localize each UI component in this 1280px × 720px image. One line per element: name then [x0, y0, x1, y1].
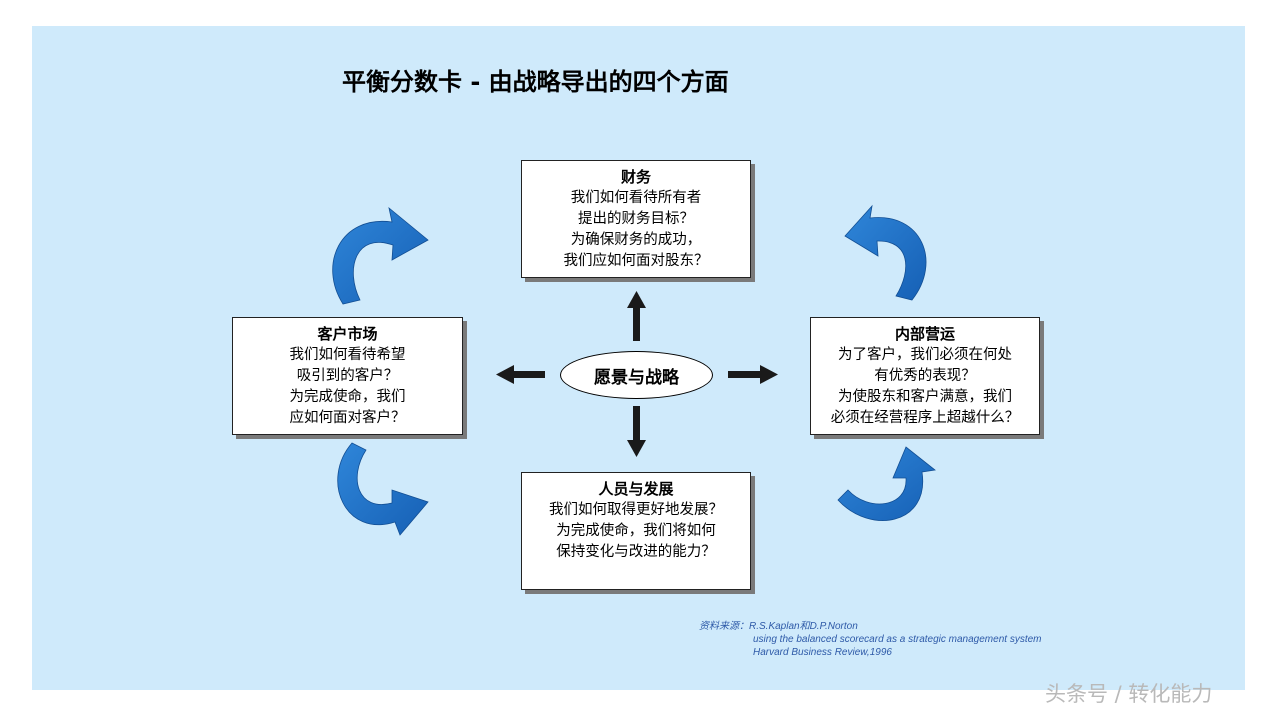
source-line: using the balanced scorecard as a strate…	[753, 634, 1042, 645]
watermark: 头条号 / 转化能力	[1045, 682, 1213, 706]
customer-heading: 客户市场	[317, 325, 378, 343]
people-line: 我们如何取得更好地发展？	[549, 502, 723, 518]
people-heading: 人员与发展	[598, 480, 674, 498]
source-line: 资料来源：R.S.Kaplan和D.P.Norton	[699, 621, 858, 632]
vision-strategy-label: 愿景与战略	[594, 367, 679, 388]
internal-line: 有优秀的表现？	[874, 368, 976, 384]
finance-line: 为确保财务的成功，	[570, 232, 702, 248]
customer-line: 我们如何看待希望	[289, 347, 406, 363]
internal-line: 必须在经营程序上超越什么？	[830, 410, 1020, 426]
internal-process-box: 内部营运 为了客户，我们必须在何处 有优秀的表现？ 为使股东和客户满意，我们 必…	[810, 317, 1040, 435]
internal-line: 为了客户，我们必须在何处	[838, 347, 1012, 363]
finance-line: 我们如何看待所有者	[570, 190, 702, 206]
people-line: 为完成使命，我们将如何	[556, 523, 716, 539]
internal-heading: 内部营运	[894, 325, 955, 343]
finance-line: 我们应如何面对股东？	[563, 253, 709, 269]
source-citation: 资料来源：R.S.Kaplan和D.P.Norton using the bal…	[699, 620, 1042, 659]
customer-line: 为完成使命，我们	[289, 389, 406, 405]
finance-box: 财务 我们如何看待所有者 提出的财务目标？ 为确保财务的成功， 我们应如何面对股…	[521, 160, 751, 278]
customer-line: 吸引到的客户？	[296, 368, 399, 384]
page-title: 平衡分数卡 - 由战略导出的四个方面	[342, 68, 729, 96]
vision-strategy-oval: 愿景与战略	[560, 351, 713, 399]
customer-line: 应如何面对客户？	[289, 410, 406, 426]
people-development-box: 人员与发展 我们如何取得更好地发展？ 为完成使命，我们将如何 保持变化与改进的能…	[521, 472, 751, 590]
source-line: Harvard Business Review,1996	[753, 647, 892, 658]
internal-line: 为使股东和客户满意，我们	[838, 389, 1012, 405]
customer-box: 客户市场 我们如何看待希望 吸引到的客户？ 为完成使命，我们 应如何面对客户？	[232, 317, 463, 435]
finance-line: 提出的财务目标？	[578, 211, 694, 227]
people-line: 保持变化与改进的能力？	[556, 544, 716, 560]
finance-heading: 财务	[620, 168, 651, 186]
